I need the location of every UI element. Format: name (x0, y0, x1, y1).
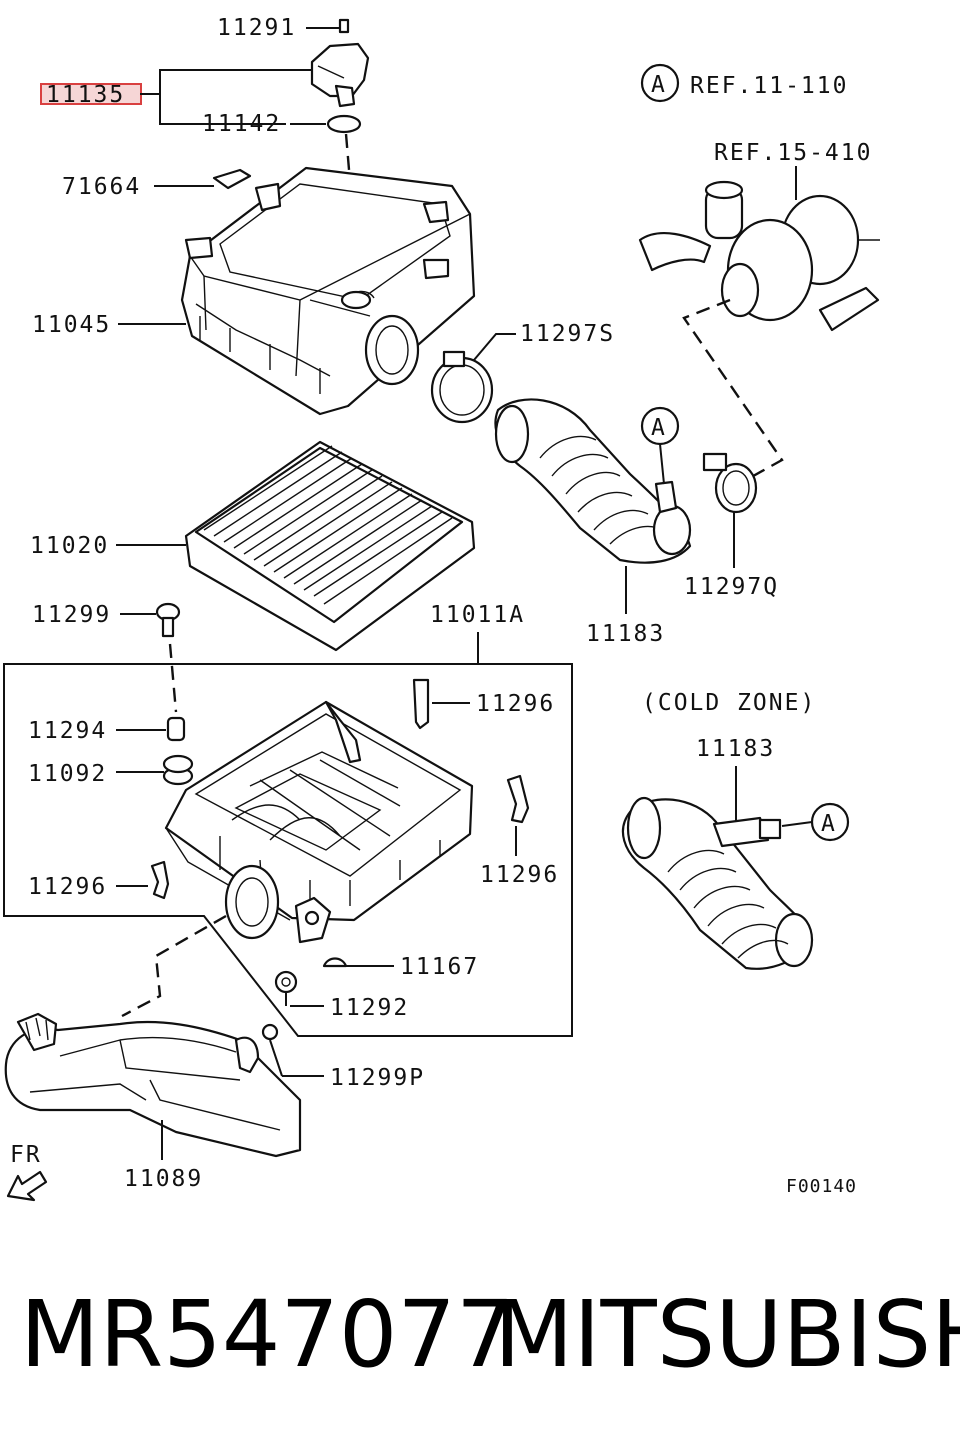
label-11294: 11294 (28, 718, 107, 744)
callout-a-cold: A (781, 802, 850, 842)
grommet-11092 (162, 754, 194, 786)
part-number: MR547077 (20, 1281, 515, 1388)
airflow-sensor-11135 (310, 42, 370, 108)
reference-a: A REF.11-110 (640, 63, 848, 103)
label-11299p: 11299P (330, 1065, 425, 1091)
label-11296-right: 11296 (480, 862, 559, 888)
label-11167: 11167 (400, 954, 479, 980)
label-11297s: 11297S (520, 321, 615, 347)
intake-hose-cold-zone (621, 796, 814, 970)
figure-code: F00140 (786, 1176, 857, 1197)
label-11291: 11291 (217, 15, 296, 41)
label-11299: 11299 (32, 602, 111, 628)
label-11089: 11089 (124, 1166, 203, 1192)
label-71664: 71664 (62, 174, 141, 200)
ref-a-text: REF.11-110 (690, 73, 848, 99)
cold-zone-title: (COLD ZONE) (642, 690, 816, 716)
air-cleaner-case (164, 700, 474, 944)
screw-11291 (338, 18, 350, 34)
clip-11296-upper (412, 678, 430, 730)
o-ring-11142 (326, 114, 362, 134)
label-11296-left: 11296 (28, 874, 107, 900)
label-11297q: 11297Q (684, 574, 779, 600)
front-marker-text: FR (10, 1142, 42, 1168)
valve-11167 (322, 957, 348, 968)
turbocharger (638, 180, 880, 332)
label-11020: 11020 (30, 533, 109, 559)
intake-hose-11183 (494, 398, 692, 564)
label-11045: 11045 (32, 312, 111, 338)
clip-11296-left (150, 860, 170, 900)
hose-clamp-11297q (702, 452, 758, 514)
bolt-11299 (155, 602, 181, 638)
kit-11011a-frame (3, 663, 573, 1037)
label-11011a: 11011A (430, 602, 525, 628)
brand-name: MITSUBISHI (494, 1281, 960, 1388)
air-cleaner-cover-11045 (180, 166, 476, 416)
ref-a-marker: A (651, 72, 667, 98)
callout-a-upper: A (640, 406, 680, 485)
ref-turbo-text: REF.15-410 (714, 140, 872, 166)
svg-text:A: A (651, 415, 667, 441)
clip-11296-right (506, 774, 530, 824)
label-11296-upper: 11296 (476, 691, 555, 717)
bracket-71664 (212, 168, 252, 190)
label-11292: 11292 (330, 995, 409, 1021)
air-intake-duct-11089 (4, 1012, 302, 1158)
label-11142: 11142 (202, 111, 281, 137)
collar-11294 (166, 716, 186, 742)
label-11183-upper: 11183 (586, 621, 665, 647)
label-11135: 11135 (46, 82, 125, 108)
air-filter-element-11020 (184, 440, 476, 652)
label-11092: 11092 (28, 761, 107, 787)
nut-11292 (274, 970, 298, 1006)
svg-text:A: A (821, 811, 837, 837)
bolt-11299p (261, 1023, 283, 1077)
hose-clamp-11297s (430, 350, 494, 424)
front-arrow-icon: FR (6, 1142, 48, 1202)
label-11183-cold: 11183 (696, 736, 775, 762)
